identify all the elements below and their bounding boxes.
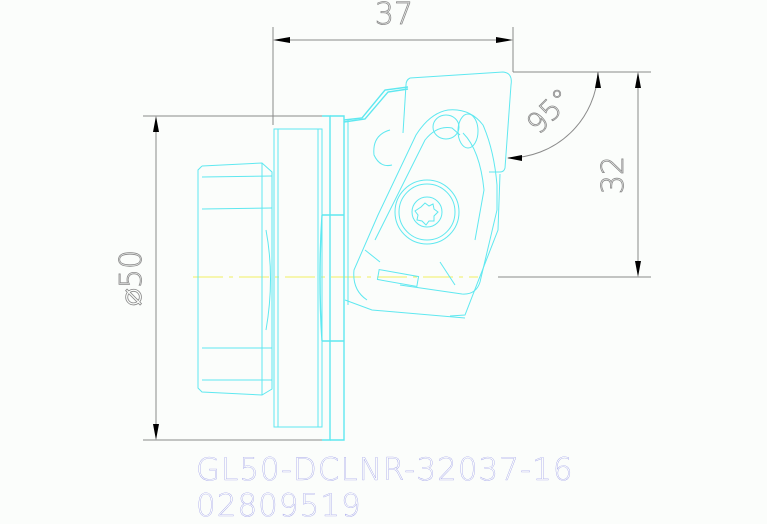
insert-head: [344, 71, 512, 319]
locating-pin: [373, 129, 393, 166]
clamping-nut: [197, 162, 273, 396]
dimension-angle-text: 95°: [520, 82, 578, 140]
shank-body: [319, 86, 409, 441]
dimension-length: 37: [272, 0, 514, 125]
tool-geometry: [197, 71, 512, 441]
dimension-height-text: 32: [596, 156, 631, 194]
clamp-screw: [394, 179, 460, 245]
dimension-length-text: 37: [375, 0, 413, 32]
dimension-diameter: ⌀50: [114, 115, 322, 441]
article-number-label: 02809519: [196, 488, 362, 524]
part-number-label: GL50-DCLNR-32037-16: [196, 452, 574, 488]
dimension-diameter-text: ⌀50: [114, 250, 149, 306]
coupling-disc: [273, 128, 323, 428]
insert-slot: [376, 269, 420, 287]
dimension-height: 32: [498, 71, 651, 278]
dimension-angle: 95°: [507, 71, 601, 161]
